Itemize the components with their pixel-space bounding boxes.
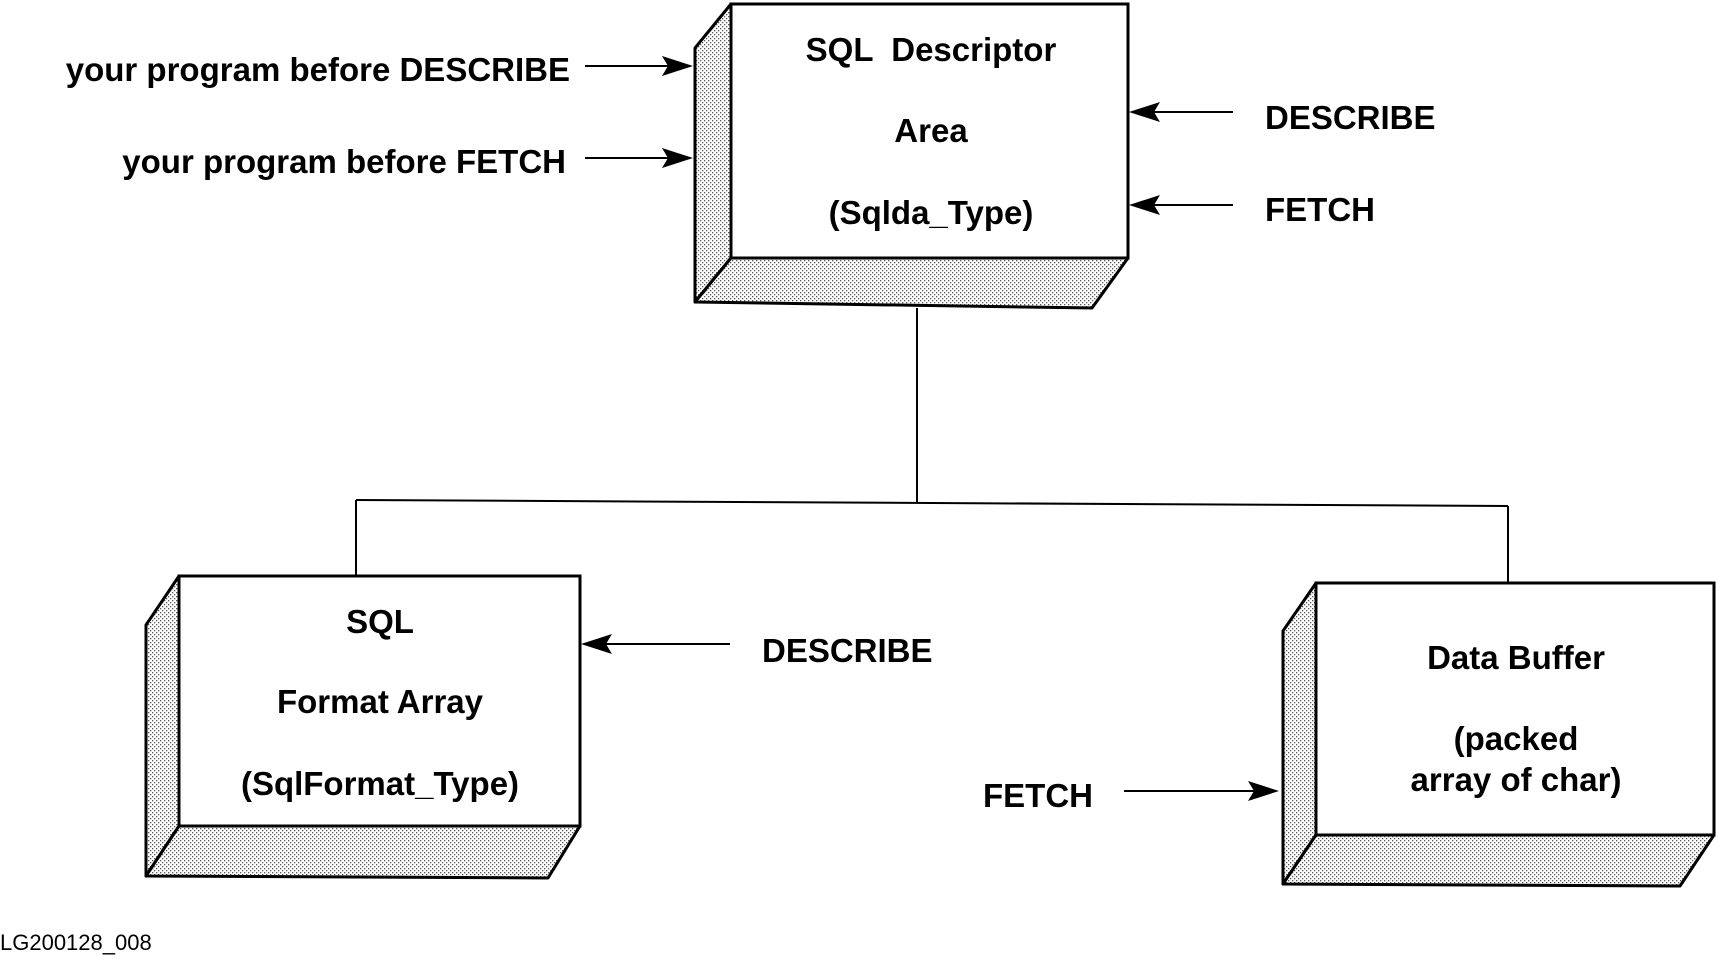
arrow-right-icon [1248, 781, 1279, 801]
arrow-sqlda-describe-label: DESCRIBE [1265, 99, 1436, 136]
sql-format-array-box: SQL Format Array (SqlFormat_Type) [144, 574, 582, 880]
arrow-format-describe: DESCRIBE [581, 632, 933, 669]
buffer-box-line2: (packed [1454, 720, 1579, 757]
sql-descriptor-area-box: SQL Descriptor Area (Sqlda_Type) [693, 2, 1130, 310]
arrow-left-icon [1129, 102, 1160, 122]
arrow-sqlda-describe: DESCRIBE [1129, 99, 1436, 136]
arrow-before-describe: your program before DESCRIBE [66, 51, 693, 88]
format-box-line1: SQL [346, 603, 414, 640]
arrow-before-fetch-label: your program before FETCH [122, 143, 566, 180]
arrow-before-fetch: your program before FETCH [122, 143, 693, 180]
arrow-before-describe-label: your program before DESCRIBE [66, 51, 570, 88]
figure-id: LG200128_008 [0, 930, 152, 955]
arrow-left-icon [1129, 195, 1160, 215]
arrow-format-describe-label: DESCRIBE [762, 632, 933, 669]
format-box-line3: (SqlFormat_Type) [241, 765, 519, 802]
buffer-box-line3: array of char) [1411, 761, 1622, 798]
descriptor-box-line2: Area [894, 112, 968, 149]
arrow-sqlda-fetch: FETCH [1129, 191, 1375, 228]
arrow-buffer-fetch: FETCH [983, 777, 1279, 814]
arrow-sqlda-fetch-label: FETCH [1265, 191, 1375, 228]
arrow-left-icon [581, 634, 612, 654]
arrow-right-icon [662, 148, 693, 168]
arrow-buffer-fetch-label: FETCH [983, 777, 1093, 814]
tree-connectors [355, 308, 1509, 583]
arrow-right-icon [662, 56, 693, 76]
format-box-line2: Format Array [277, 683, 484, 720]
data-buffer-box: Data Buffer (packed array of char) [1281, 581, 1716, 888]
buffer-box-line1: Data Buffer [1427, 639, 1605, 676]
descriptor-box-line3: (Sqlda_Type) [829, 194, 1034, 231]
descriptor-box-line1: SQL Descriptor [806, 31, 1057, 68]
